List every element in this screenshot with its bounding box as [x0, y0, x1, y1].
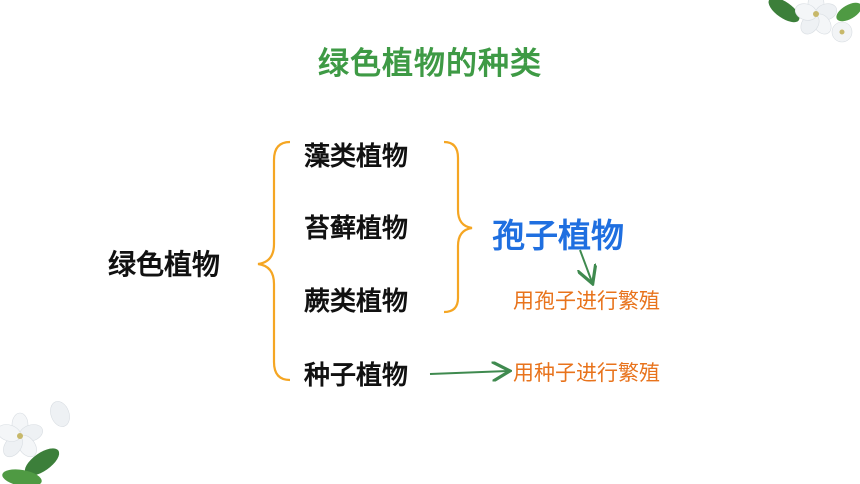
- spore-arrow: [580, 249, 592, 282]
- spore-reproduction-note: 用孢子进行繁殖: [513, 289, 660, 313]
- category-seed-plant: 种子植物: [304, 361, 409, 391]
- diagram-title: 绿色植物的种类: [318, 46, 542, 82]
- seed-arrow: [429, 371, 508, 374]
- spore-plants-label: 孢子植物: [492, 216, 624, 255]
- seed-reproduction-note: 用种子进行繁殖: [513, 361, 660, 385]
- flower-decoration-top-right: [768, 0, 860, 43]
- category-fern: 蕨类植物: [304, 287, 409, 317]
- root-node-label: 绿色植物: [108, 248, 221, 281]
- category-bryophyte: 苔藓植物: [304, 214, 409, 244]
- category-algae: 藻类植物: [304, 142, 409, 172]
- main-brace: [257, 140, 291, 382]
- spore-group-brace: [443, 140, 473, 314]
- flower-decoration-bottom-left: [0, 401, 70, 484]
